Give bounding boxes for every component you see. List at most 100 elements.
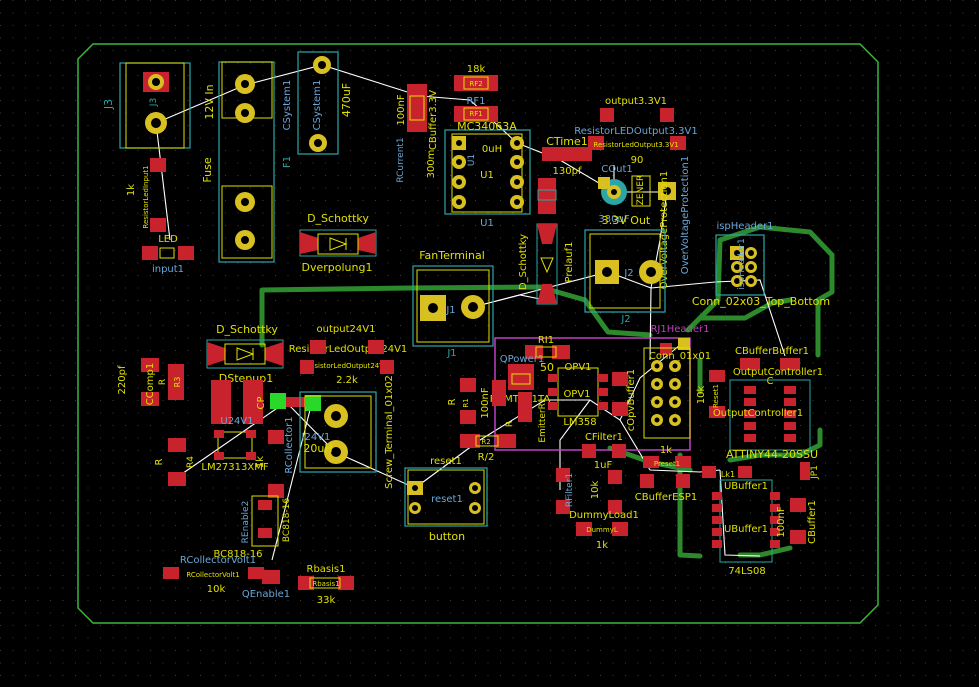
footprint-rbasis[interactable]: Rbasis1 Rbasis1 33k <box>298 564 354 606</box>
output33-ref: output3.3V1 <box>605 96 667 107</box>
footprint-prelauf[interactable]: D_Schottky Prelauf1 <box>518 223 575 305</box>
footprint-r1[interactable]: R1 R 100nF R <box>447 378 532 427</box>
footprint-r2[interactable]: R2 R/2 <box>460 434 516 463</box>
outctl-cap: C <box>767 376 774 387</box>
j2-value: J2 <box>620 314 630 325</box>
cout-zener: ZENER <box>636 175 646 206</box>
rf1-label: RF1 <box>466 96 485 107</box>
isp-value: Conn_02x03_Top_Bottom <box>692 295 830 308</box>
footprint-ubuffer[interactable]: Lk1 UBuffer1 UBuffer1 74LS08 JP1 <box>702 462 820 577</box>
rf2-ref: RF2 <box>469 80 482 88</box>
board-outline <box>77 43 879 624</box>
outctl-ref2: OutputController1 <box>733 367 823 378</box>
j3-ref-inner: J3 <box>149 98 159 107</box>
led-res-val: 1k <box>126 184 137 196</box>
qpower-ref: QPower1 <box>500 354 544 365</box>
preset-ref: Preset1 <box>654 460 680 468</box>
conn01-value: 10k <box>696 386 707 405</box>
footprint-cfilter[interactable]: CFilter1 1uF RFilter1 10k <box>556 432 626 514</box>
j3-value: 12V In <box>203 84 216 119</box>
j24-screw: Screw_Terminal_01x02 <box>384 375 395 489</box>
fan-ref: FanTerminal <box>419 249 485 262</box>
j2-ref: J2 <box>623 268 633 279</box>
footprint-rcurrent[interactable]: RCurrent1 100nF CBuffer3.3V 300m <box>396 84 439 183</box>
fan-pin: J1 <box>445 305 455 316</box>
outctl-ref: OutputController1 <box>713 408 803 419</box>
ubuffer-value: 74LS08 <box>728 566 765 577</box>
fan-value: J1 <box>446 348 456 359</box>
footprint-output33[interactable]: output3.3V1 ResistorLEDOutput3.3V1 Resis… <box>574 96 697 166</box>
footprint-preset[interactable]: 1k Preset1 CBufferESP1 <box>635 445 697 503</box>
prelauf-value: D_Schottky <box>518 234 529 290</box>
footprint-opv[interactable]: OPV1 OPV1 EmitterR1 LM358 <box>538 362 608 443</box>
footprint-r4[interactable]: R4 R <box>154 438 196 486</box>
footprint-ctime[interactable]: CTime1 130pf <box>537 135 592 214</box>
footprint-cbuffer[interactable]: 100nF CBuffer1 <box>776 498 818 544</box>
footprint-dverpolung[interactable]: D_Schottky Dverpolung1 <box>299 212 377 274</box>
u1-ref2: U1 <box>480 218 494 229</box>
preset-value: 1k <box>660 445 672 456</box>
mc-ref: MC34063A <box>457 120 517 133</box>
cout-value: 330uF <box>598 214 629 225</box>
ctime-value: 130pf <box>553 166 582 177</box>
footprint-cout[interactable]: COut1 ZENER 330uF 3.3V Out <box>598 164 676 227</box>
lk1: Lk1 <box>721 470 735 479</box>
footprint-reset-button[interactable]: reset1 reset1 button <box>404 456 488 543</box>
rcurrent-value: 100nF <box>396 94 407 125</box>
footprint-j24[interactable]: J24V1 20uH Screw_Terminal_01x02 <box>299 375 395 489</box>
footprint-conn01[interactable]: RJ1Header1 Conn_01x01 10k <box>643 324 711 439</box>
footprint-fan-terminal[interactable]: FanTerminal J1 J1 <box>412 249 494 359</box>
r4-ref: R4 <box>186 456 196 468</box>
r1-cap: 100nF <box>480 387 491 418</box>
footprint-j2[interactable]: J2 J2 <box>584 229 666 325</box>
footprint-f1[interactable]: 12V In Fuse F1 <box>201 61 293 263</box>
selected-pads[interactable] <box>270 393 321 411</box>
footprint-output24[interactable]: output24V1 ResistorLedOutput24V1 Resisto… <box>289 324 408 386</box>
f1-value: Fuse <box>201 157 214 182</box>
rfilter-value: 10k <box>590 481 601 500</box>
footprint-ccomp[interactable]: 220pf CComp1 R3 R <box>117 358 184 406</box>
footprint-rcollector[interactable]: RCollector1 1k <box>255 416 295 498</box>
dverpolung-ref: D_Schottky <box>307 212 369 225</box>
u24-ref: U24V1 <box>220 416 253 427</box>
reset-value: button <box>429 530 465 543</box>
footprint-rf2[interactable]: 18k RF2 RF1 RF1 <box>454 64 498 122</box>
ri1-value: 50 <box>540 361 554 374</box>
footprint-j3[interactable]: J3 J3 <box>102 62 191 149</box>
r4-value: R <box>154 458 165 465</box>
led-ref: LED <box>158 234 178 245</box>
output24-inner: ResistorLedOutput24V1 <box>306 362 389 370</box>
ctime-ref: CTime1 <box>546 135 588 148</box>
mc-value: 0uH <box>482 144 502 155</box>
cbesp-ref: CBufferESP1 <box>635 492 697 503</box>
conn01-ref: Conn_01x01 <box>649 351 711 362</box>
opv-emitter: EmitterR1 <box>538 397 548 442</box>
footprint-csystem[interactable]: CSystem1 CSystem1 470uF <box>282 51 353 155</box>
ubuffer-ref2: UBuffer1 <box>724 481 768 492</box>
dummy-value: 1k <box>596 540 608 551</box>
bc818-a: BC818-16 <box>282 498 292 542</box>
footprint-u1[interactable]: MC34063A 0uH U1 U1 U1 <box>444 120 531 229</box>
dummy-inner: DummyL <box>586 526 618 534</box>
ovp-ref2: OverVoltageProtection1 <box>680 156 691 275</box>
footprint-outputcontroller[interactable]: CBufferBuffer1 OutputController1 C Outpu… <box>713 346 823 461</box>
led-value: input1 <box>152 264 184 275</box>
footprint-led-input[interactable]: 1k ResistorLedInput1 LED input1 <box>126 158 194 275</box>
r1-r: R <box>505 421 515 427</box>
rcoll-volt: RCollectorVolt1 <box>180 555 256 566</box>
footprint-reset-res[interactable]: Reset1 <box>709 370 725 418</box>
footprint-qenable[interactable]: REnable2 BC818-16 BC818-16 RCollectorVol… <box>163 495 292 600</box>
footprint-isp[interactable]: ispHeader1 ispHeader1 Conn_02x03_Top_Bot… <box>692 221 830 308</box>
r3-value: R <box>158 379 168 385</box>
footprint-dummyload[interactable]: DummyLoad1 DummyL 1k <box>569 510 639 551</box>
r2-value: R/2 <box>478 452 495 463</box>
csystem-value: 470uF <box>340 83 353 117</box>
footprint-copvbuffer[interactable]: cOpvBuffer1 <box>612 369 637 431</box>
rcollector-val: 1k <box>255 456 266 468</box>
cbuffer-ref: CBuffer1 <box>807 500 818 544</box>
footprint-u24[interactable]: CP U24V1 LM27313XMF <box>201 380 269 473</box>
dummy-ref: DummyLoad1 <box>569 510 639 521</box>
u24-value: LM27313XMF <box>201 462 268 473</box>
